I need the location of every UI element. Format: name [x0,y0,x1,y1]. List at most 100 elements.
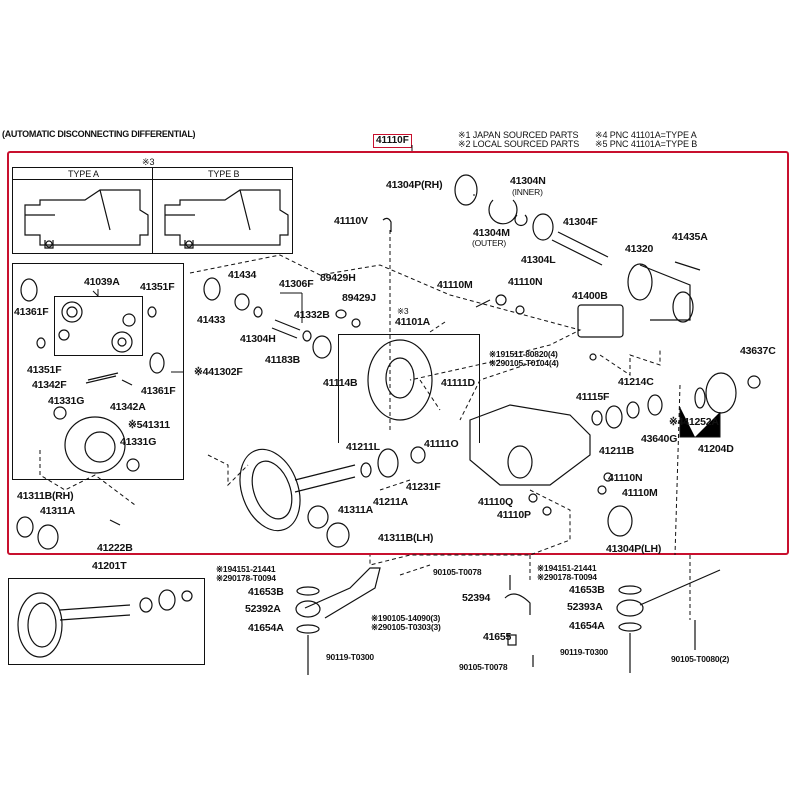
label-41306F[interactable]: 41306F [279,278,314,290]
side-gear-drawing [61,301,83,323]
label-41434[interactable]: 41434 [228,269,257,281]
label-right-90105[interactable]: 90105-T0080(2) [671,654,730,664]
pinion-gear-set-box [54,296,143,356]
label-41320[interactable]: 41320 [625,243,654,255]
housing-type-b-drawing [164,189,289,249]
label-41361F-left[interactable]: 41361F [14,306,49,318]
ring-pinion-gear-box [8,578,205,665]
label-right-52393A[interactable]: 52393A [567,601,603,613]
label-41304N-inner[interactable]: 41304N [510,175,546,187]
label-41114B[interactable]: 41114B [323,377,358,389]
label-41342A[interactable]: 41342A [110,401,146,413]
label-41111D[interactable]: 41111D [441,377,475,389]
label-center-90105-bottom[interactable]: 90105-T0078 [459,662,508,672]
label-41332B[interactable]: 41332B [294,309,330,321]
axle-tube-drawing [627,263,694,323]
label-41311B-LH[interactable]: 41311B(LH) [378,532,434,544]
label-41222B[interactable]: 41222B [97,542,133,554]
label-right-nut-194151[interactable]: ※194151-21441 [537,563,597,573]
label-41433[interactable]: 41433 [197,314,226,326]
label-41304L[interactable]: 41304L [521,254,556,266]
label-41302F[interactable]: ※441302F [194,366,243,378]
label-41039A[interactable]: 41039A [84,276,120,288]
label-left-41653B[interactable]: 41653B [248,586,284,598]
label-41211A[interactable]: 41211A [373,496,409,508]
label-43640G[interactable]: 43640G [641,433,678,445]
label-41115F[interactable]: 41115F [576,391,610,403]
label-41351F-upper[interactable]: 41351F [140,281,175,293]
label-right-41653B[interactable]: 41653B [569,584,605,596]
label-left-bolt-190105[interactable]: ※190105-14090(3) [371,613,441,623]
label-41110N-upper[interactable]: 41110N [508,276,543,288]
label-41110P[interactable]: 41110P [497,509,531,521]
label-41435A[interactable]: 41435A [672,231,708,243]
label-41110V[interactable]: 41110V [334,215,368,227]
differential-carrier-drawing [469,404,591,486]
label-41304H[interactable]: 41304H [240,333,276,345]
label-43637C[interactable]: 43637C [740,345,776,357]
assembly-part-number[interactable]: 41110F [373,134,412,148]
label-41252A[interactable]: ※441252A [669,416,719,428]
type-a-heading: TYPE A [68,169,99,179]
label-41311[interactable]: ※541311 [128,419,170,431]
note-local-sourced: ※2 LOCAL SOURCED PARTS [458,139,580,149]
label-41304F[interactable]: 41304F [563,216,598,228]
label-41304P-RH[interactable]: 41304P(RH) [386,179,443,191]
label-41311B-RH[interactable]: 41311B(RH) [17,490,74,502]
label-41110Q[interactable]: 41110Q [478,496,514,508]
label-left-bolt-290105[interactable]: ※290105-T0303(3) [371,622,441,632]
label-41400B[interactable]: 41400B [572,290,608,302]
label-left-nut-290178[interactable]: ※290178-T0094 [216,573,276,583]
type-b-heading: TYPE B [208,169,240,179]
label-41110M-upper[interactable]: 41110M [437,279,473,291]
differential-case-drawing [64,416,126,474]
label-left-90119[interactable]: 90119-T0300 [326,652,374,662]
label-41351F-lower[interactable]: 41351F [27,364,62,376]
label-41101A[interactable]: 41101A [395,316,431,328]
label-89429J[interactable]: 89429J [342,292,376,304]
label-41304N-inner-sub: (INNER) [512,187,543,197]
label-41311A-left[interactable]: 41311A [40,505,76,517]
diagram-title: (AUTOMATIC DISCONNECTING DIFFERENTIAL) [2,129,196,139]
label-right-41654A[interactable]: 41654A [569,620,605,632]
label-left-41654A[interactable]: 41654A [248,622,284,634]
label-41111O[interactable]: 41111O [424,438,459,450]
ring-gear-drawing [239,448,356,532]
type-box-note: ※3 [142,157,155,167]
label-41211L[interactable]: 41211L [346,441,380,453]
label-89429H[interactable]: 89429H [320,272,356,284]
label-41304P-LH[interactable]: 41304P(LH) [606,543,662,555]
label-41214C[interactable]: 41214C [618,376,654,388]
label-41304M-outer-sub: (OUTER) [472,238,507,248]
label-41211B[interactable]: 41211B [599,445,635,457]
label-41110N-lower[interactable]: 41110N [608,472,643,484]
side-gear-drawing-2 [111,331,133,353]
label-41361F-right[interactable]: 41361F [141,385,176,397]
label-right-nut-290178[interactable]: ※290178-T0094 [537,572,597,582]
label-41204D[interactable]: 41204D [698,443,734,455]
left-mount-bracket-drawing [304,567,381,619]
label-center-52394[interactable]: 52394 [462,592,491,604]
label-41331G-lower[interactable]: 41331G [120,436,157,448]
label-center-41655[interactable]: 41655 [483,631,512,643]
label-41304M-outer[interactable]: 41304M [473,227,510,239]
label-41201T[interactable]: 41201T [92,560,127,572]
note-type-a: ※4 PNC 41101A=TYPE A [595,130,697,140]
label-bolt-191511[interactable]: ※191511-80820(4) [489,349,558,359]
label-41231F[interactable]: 41231F [406,481,441,493]
differential-assembly-frame [7,151,789,555]
label-bolt-290105[interactable]: ※290105-T0104(4) [489,358,559,368]
label-41342F[interactable]: 41342F [32,379,67,391]
label-center-90105-top[interactable]: 90105-T0078 [433,567,482,577]
housing-type-a-drawing [24,189,149,249]
label-41331G-upper[interactable]: 41331G [48,395,85,407]
differential-cover-drawing [367,339,433,421]
label-41101A-note: ※3 [397,306,409,316]
label-right-90119[interactable]: 90119-T0300 [560,647,608,657]
label-41183B[interactable]: 41183B [265,354,301,366]
label-left-52392A[interactable]: 52392A [245,603,281,615]
label-41110M-lower[interactable]: 41110M [622,487,658,499]
differential-case-box [12,263,184,480]
label-left-nut-194151[interactable]: ※194151-21441 [216,564,276,574]
label-41311A-right[interactable]: 41311A [338,504,374,516]
